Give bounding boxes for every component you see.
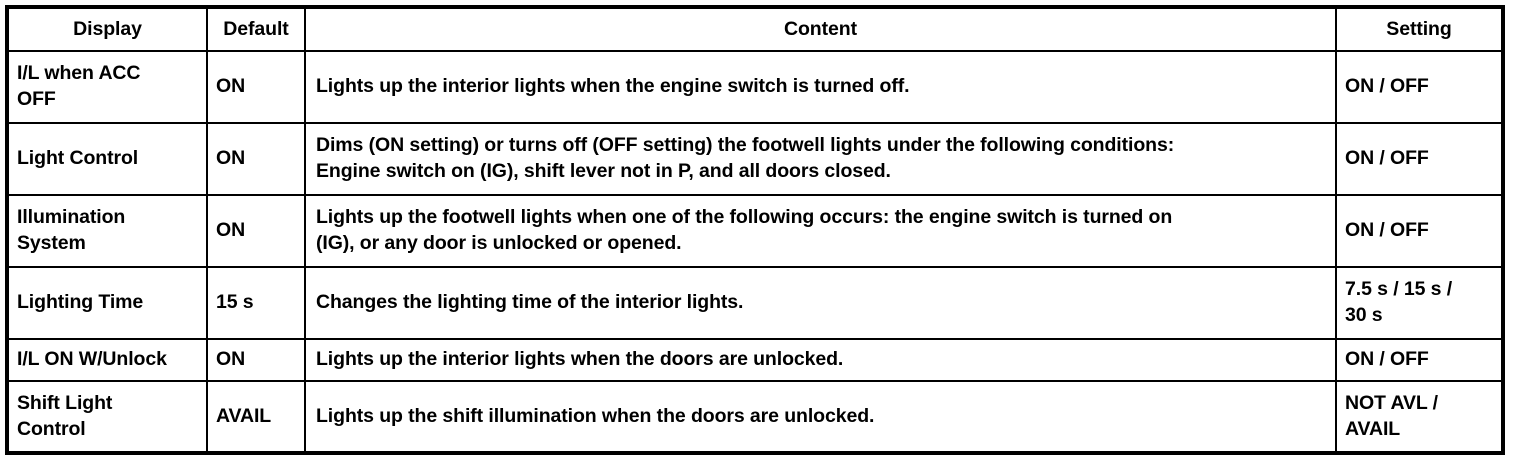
cell-display-text: Shift Light Control bbox=[17, 391, 113, 440]
cell-default-text: ON bbox=[216, 147, 246, 170]
cell-setting-text: NOT AVL / AVAIL bbox=[1345, 391, 1438, 440]
cell-default-text: 15 s bbox=[216, 291, 254, 314]
cell-content: Lights up the interior lights when the e… bbox=[304, 50, 1337, 124]
column-header-display: Display bbox=[6, 6, 208, 52]
table-row: Light Control ON Dims (ON setting) or tu… bbox=[6, 122, 1504, 196]
cell-default: AVAIL bbox=[206, 380, 306, 454]
cell-default-text: ON bbox=[216, 348, 246, 371]
cell-default: 15 s bbox=[206, 266, 306, 340]
cell-content: Dims (ON setting) or turns off (OFF sett… bbox=[304, 122, 1337, 196]
cell-content: Lights up the shift illumination when th… bbox=[304, 380, 1337, 454]
table-row: I/L when ACC OFF ON Lights up the interi… bbox=[6, 50, 1504, 124]
cell-display-text: I/L ON W/Unlock bbox=[17, 348, 167, 371]
cell-setting-text: ON / OFF bbox=[1345, 75, 1429, 98]
cell-setting-text: ON / OFF bbox=[1345, 219, 1429, 242]
display-settings-table: Display Default Content Setting I/L when… bbox=[5, 5, 1505, 455]
cell-display-text: Light Control bbox=[17, 147, 139, 170]
cell-content-text: Lights up the shift illumination when th… bbox=[316, 404, 875, 427]
cell-content: Changes the lighting time of the interio… bbox=[304, 266, 1337, 340]
cell-setting: ON / OFF bbox=[1335, 338, 1504, 382]
cell-content-text: Dims (ON setting) or turns off (OFF sett… bbox=[316, 134, 1175, 182]
column-header-content: Content bbox=[304, 6, 1337, 52]
cell-default: ON bbox=[206, 338, 306, 382]
cell-content-text: Lights up the footwell lights when one o… bbox=[316, 206, 1173, 254]
cell-setting: ON / OFF bbox=[1335, 122, 1504, 196]
table-row: Shift Light Control AVAIL Lights up the … bbox=[6, 380, 1504, 454]
cell-setting: NOT AVL / AVAIL bbox=[1335, 380, 1504, 454]
cell-content: Lights up the interior lights when the d… bbox=[304, 338, 1337, 382]
cell-default-text: ON bbox=[216, 219, 246, 242]
cell-setting-text: ON / OFF bbox=[1345, 147, 1429, 170]
table-row: Illumination System ON Lights up the foo… bbox=[6, 194, 1504, 268]
cell-display: Light Control bbox=[6, 122, 208, 196]
table-header-row: Display Default Content Setting bbox=[6, 6, 1504, 52]
cell-setting-text: 7.5 s / 15 s / 30 s bbox=[1345, 278, 1453, 326]
cell-content: Lights up the footwell lights when one o… bbox=[304, 194, 1337, 268]
table-row: I/L ON W/Unlock ON Lights up the interio… bbox=[6, 338, 1504, 382]
settings-table-container: Display Default Content Setting I/L when… bbox=[5, 5, 1505, 455]
cell-display-text: Lighting Time bbox=[17, 291, 144, 314]
cell-display: Shift Light Control bbox=[6, 380, 208, 454]
cell-content-text: Lights up the interior lights when the d… bbox=[316, 348, 844, 371]
cell-default: ON bbox=[206, 194, 306, 268]
table-row: Lighting Time 15 s Changes the lighting … bbox=[6, 266, 1504, 340]
cell-content-text: Changes the lighting time of the interio… bbox=[316, 291, 744, 314]
cell-setting: ON / OFF bbox=[1335, 194, 1504, 268]
cell-default: ON bbox=[206, 50, 306, 124]
cell-display: Lighting Time bbox=[6, 266, 208, 340]
column-header-setting: Setting bbox=[1335, 6, 1504, 52]
cell-setting-text: ON / OFF bbox=[1345, 348, 1429, 371]
cell-display: I/L ON W/Unlock bbox=[6, 338, 208, 382]
cell-display-text: Illumination System bbox=[17, 206, 126, 254]
cell-display: Illumination System bbox=[6, 194, 208, 268]
cell-content-text: Lights up the interior lights when the e… bbox=[316, 75, 910, 98]
cell-setting: 7.5 s / 15 s / 30 s bbox=[1335, 266, 1504, 340]
table-body: I/L when ACC OFF ON Lights up the interi… bbox=[6, 50, 1504, 454]
cell-default-text: AVAIL bbox=[216, 404, 272, 427]
cell-display-text: I/L when ACC OFF bbox=[17, 62, 141, 110]
cell-display: I/L when ACC OFF bbox=[6, 50, 208, 124]
column-header-default: Default bbox=[206, 6, 306, 52]
table-header: Display Default Content Setting bbox=[6, 6, 1504, 52]
cell-default: ON bbox=[206, 122, 306, 196]
cell-default-text: ON bbox=[216, 75, 246, 98]
cell-setting: ON / OFF bbox=[1335, 50, 1504, 124]
